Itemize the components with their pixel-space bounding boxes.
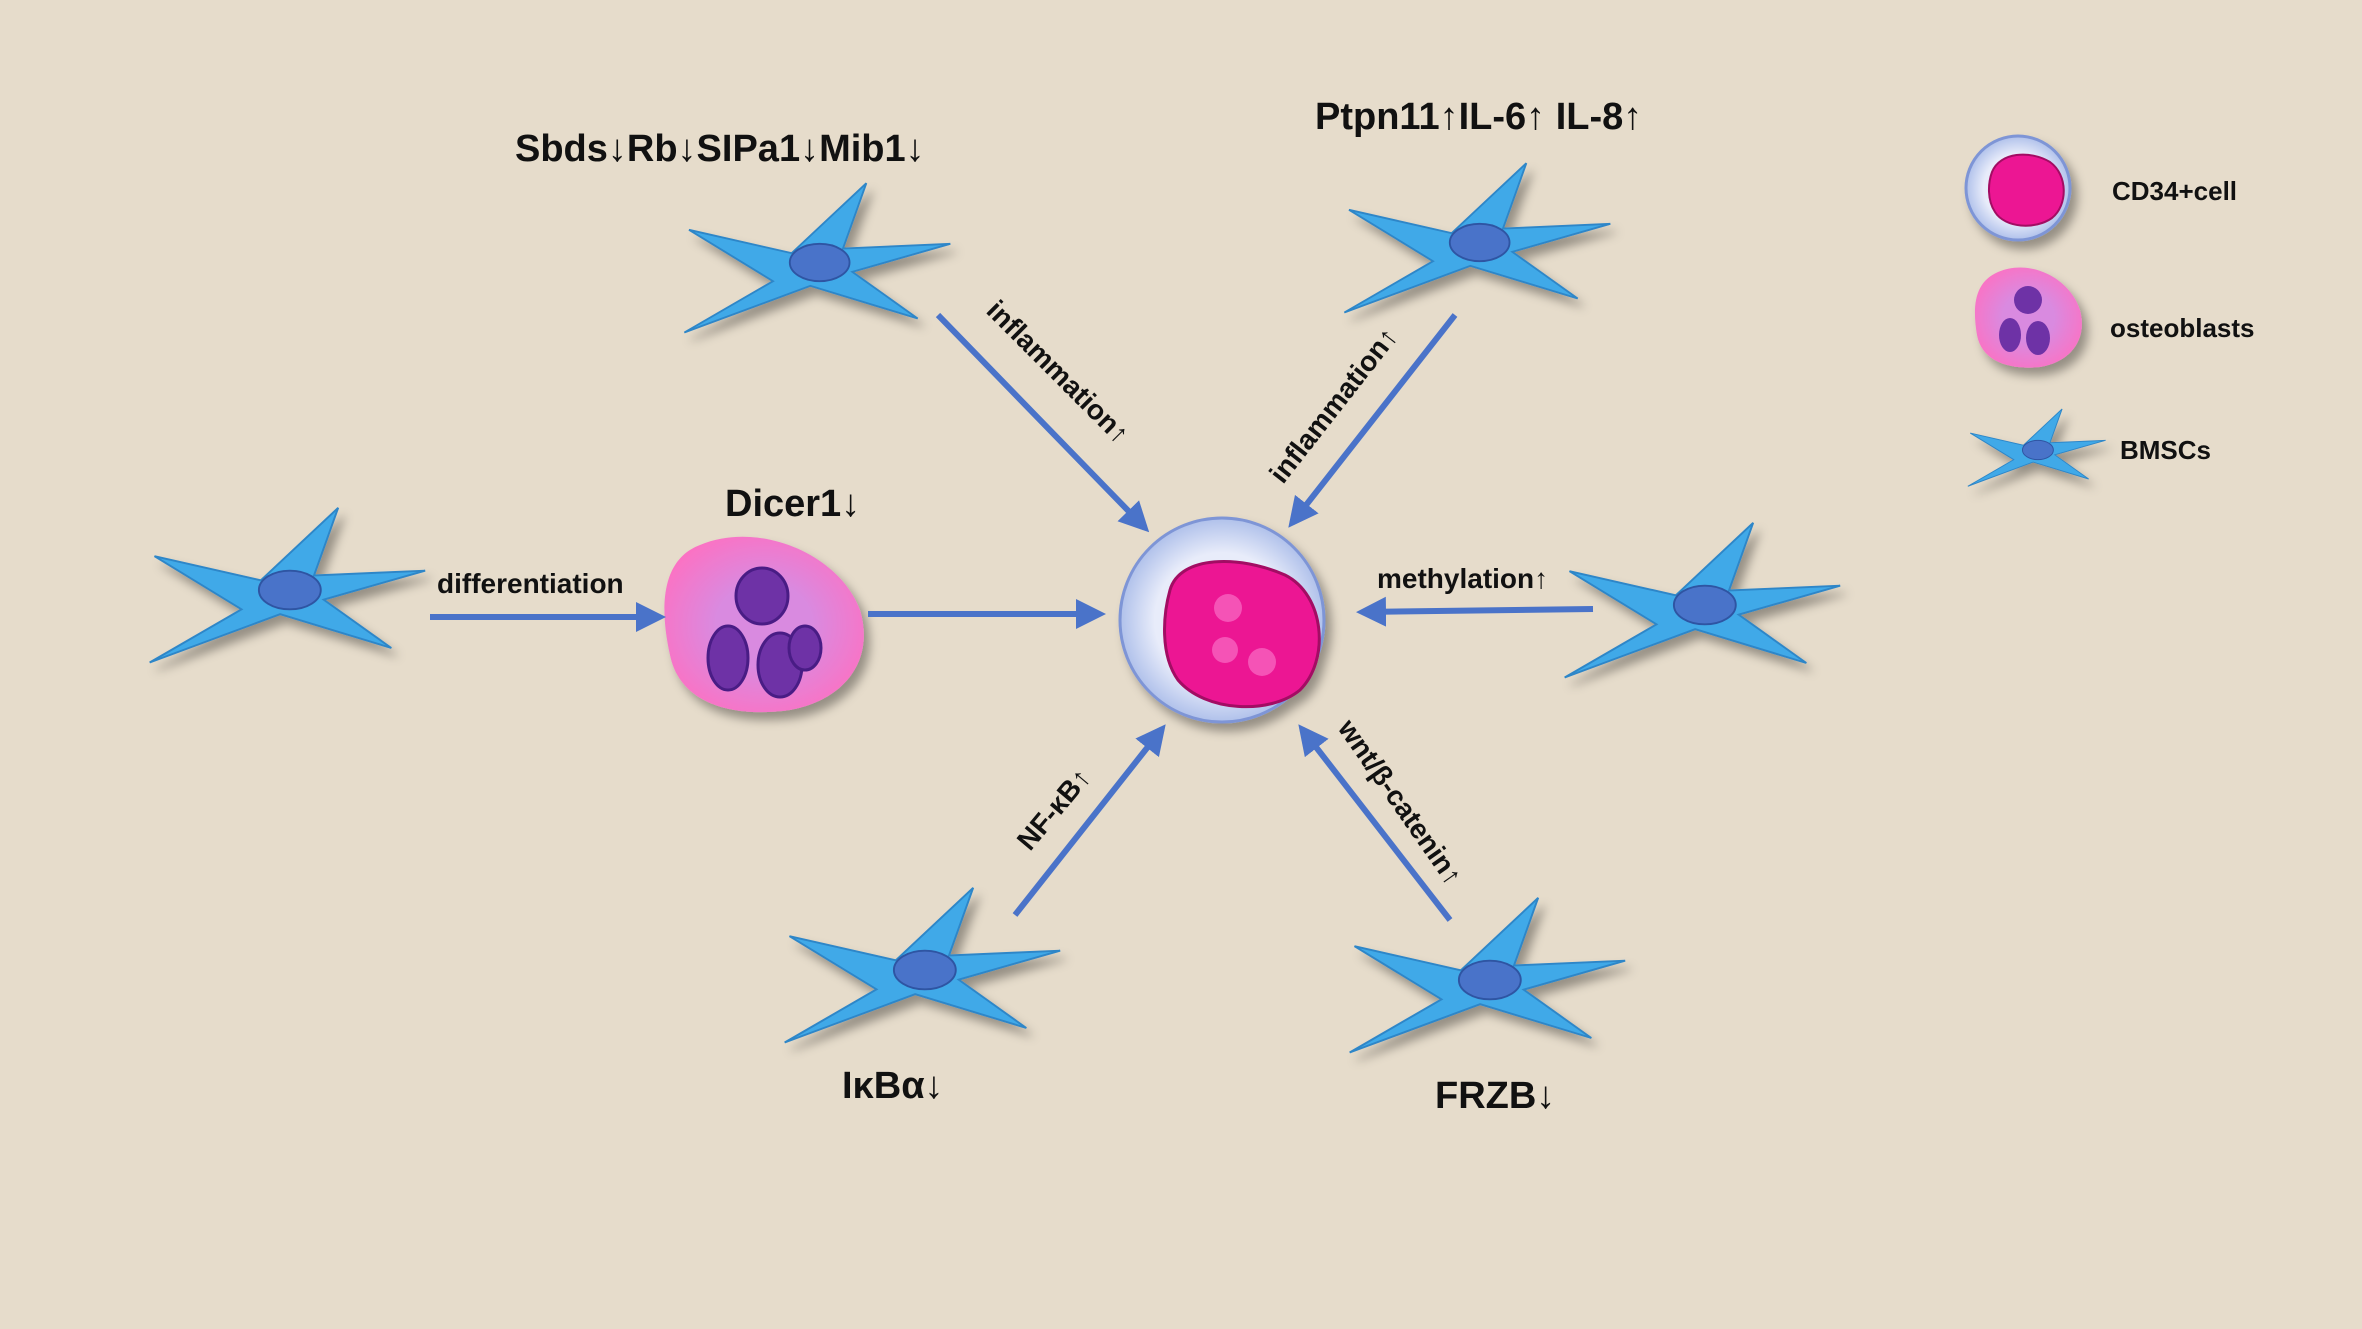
arrow-bottom-left bbox=[1012, 724, 1166, 917]
arrow-top-right bbox=[1288, 313, 1458, 528]
legend-label-bmscs: BMSCs bbox=[2120, 435, 2211, 465]
osteoblast-cell bbox=[664, 536, 864, 713]
legend-label-osteoblasts: osteoblasts bbox=[2110, 313, 2255, 343]
label-top-right-genes: Ptpn11↑IL-6↑ IL-8↑ bbox=[1315, 96, 1642, 138]
label-dicer: Dicer1↓ bbox=[725, 483, 860, 525]
arrow-right bbox=[1356, 596, 1594, 627]
label-top-left-genes: Sbds↓Rb↓SIPa1↓Mib1↓ bbox=[515, 128, 925, 170]
edge-label-methylation: methylation↑ bbox=[1377, 563, 1548, 594]
legend: CD34+cell osteoblasts BMSCs bbox=[1964, 134, 2255, 487]
arrow-bottom-right bbox=[1298, 724, 1453, 922]
legend-osteoblast-icon bbox=[1974, 267, 2082, 368]
legend-cd34-icon bbox=[1964, 134, 2072, 242]
label-ikba: IκBα↓ bbox=[842, 1065, 944, 1107]
cd34-cell-center bbox=[1118, 516, 1326, 724]
label-frzb: FRZB↓ bbox=[1435, 1075, 1555, 1117]
legend-label-cd34: CD34+cell bbox=[2112, 176, 2237, 206]
arrow-top-left bbox=[935, 312, 1150, 533]
edge-label-differentiation: differentiation bbox=[437, 568, 624, 599]
